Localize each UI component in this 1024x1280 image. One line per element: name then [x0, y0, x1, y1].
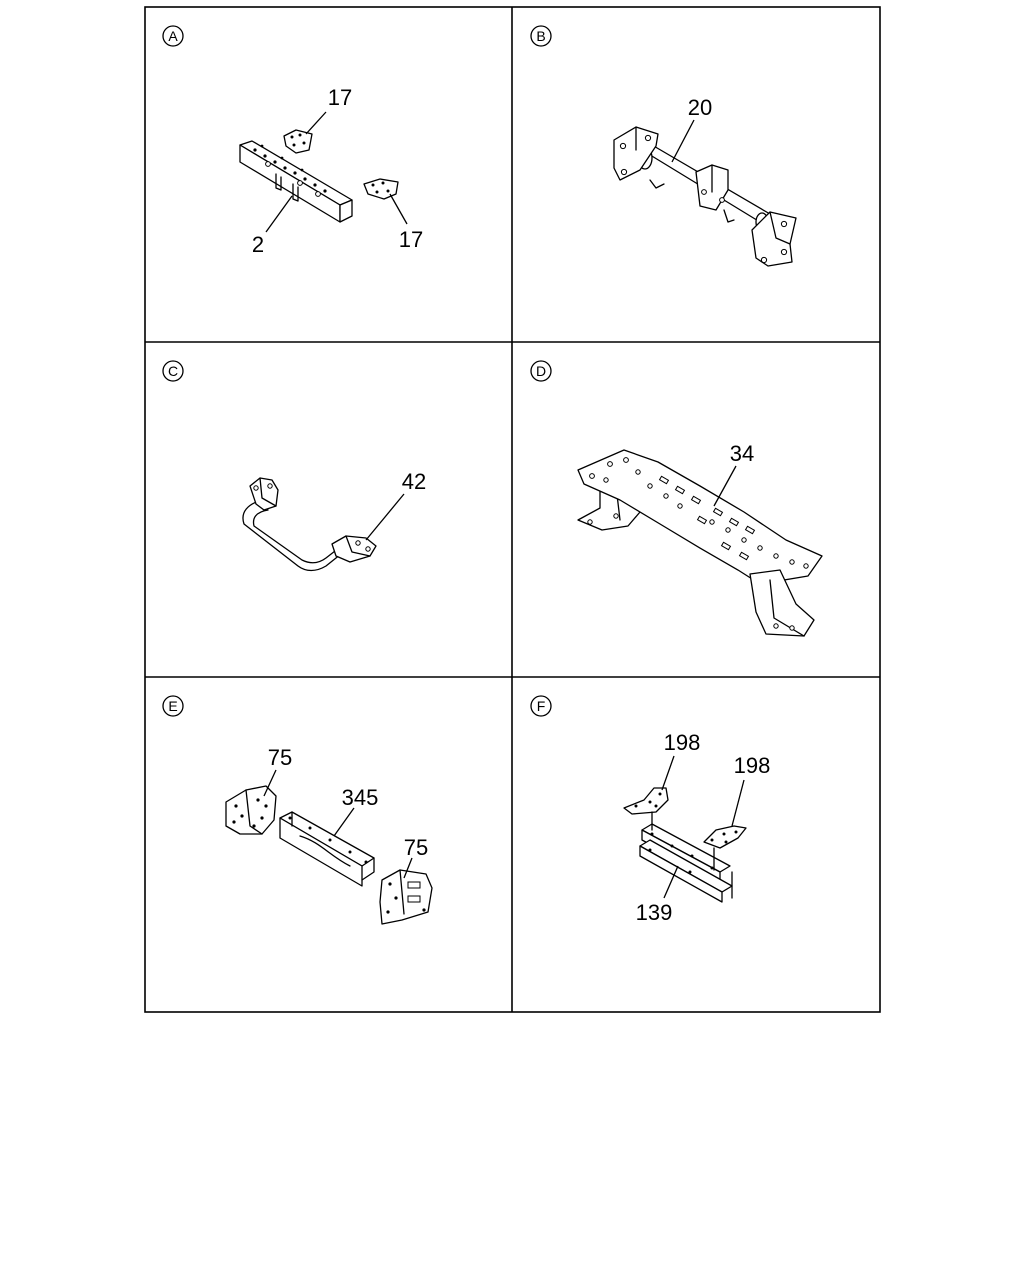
part-345-crossmember — [279, 811, 375, 887]
callout-75-left: 75 — [268, 745, 292, 770]
callout-17-lower: 17 — [399, 227, 423, 252]
panel-a-leaders — [265, 111, 408, 233]
callout-2: 2 — [252, 232, 264, 257]
part-17-bracket-lower — [363, 178, 399, 200]
part-75-bracket-left — [225, 785, 277, 835]
callout-42: 42 — [402, 469, 426, 494]
panel-e-leaders — [263, 769, 413, 879]
callout-20: 20 — [688, 95, 712, 120]
panel-d-leaders — [713, 465, 737, 507]
panel-e-letter: E — [168, 698, 177, 714]
panel-a-letter: A — [168, 28, 178, 44]
panel-c-badge: C — [162, 360, 184, 382]
part-34-crossmember-plate — [577, 449, 823, 637]
part-17-bracket-upper — [283, 129, 313, 154]
panel-b-letter: B — [536, 28, 545, 44]
panel-b: B — [530, 25, 797, 267]
panel-c-letter: C — [168, 363, 178, 379]
part-42-stabilizer-bar — [242, 477, 377, 572]
panel-b-leaders — [671, 119, 695, 163]
panel-c: C 42 — [162, 360, 426, 572]
panel-e-badge: E — [162, 695, 184, 717]
panel-e: E — [162, 695, 433, 925]
plate-holes — [587, 457, 809, 631]
panel-f: F — [530, 695, 771, 925]
callout-345: 345 — [342, 785, 379, 810]
panel-d: D — [530, 360, 823, 637]
panel-a: A — [162, 25, 423, 257]
part-139-crossmember — [639, 811, 733, 903]
panel-f-badge: F — [530, 695, 552, 717]
callout-17-upper: 17 — [328, 85, 352, 110]
part-75-bracket-right — [379, 869, 433, 925]
grid-frame — [144, 6, 881, 1013]
panel-f-letter: F — [537, 698, 546, 714]
callout-75-right: 75 — [404, 835, 428, 860]
part-198-bracket-left — [623, 787, 669, 815]
panel-a-badge: A — [162, 25, 184, 47]
callout-198-right: 198 — [734, 753, 771, 778]
callout-198-left: 198 — [664, 730, 701, 755]
panel-f-leaders — [661, 755, 745, 899]
panel-d-letter: D — [536, 363, 546, 379]
panel-d-badge: D — [530, 360, 552, 382]
part-20-crossmember — [613, 126, 797, 267]
callout-139: 139 — [636, 900, 673, 925]
part-198-bracket-right — [703, 825, 747, 849]
part-2-frame-rail — [239, 140, 353, 223]
panel-b-badge: B — [530, 25, 552, 47]
callout-34: 34 — [730, 441, 754, 466]
rail-holes — [253, 144, 327, 197]
panel-c-leaders — [365, 493, 405, 541]
